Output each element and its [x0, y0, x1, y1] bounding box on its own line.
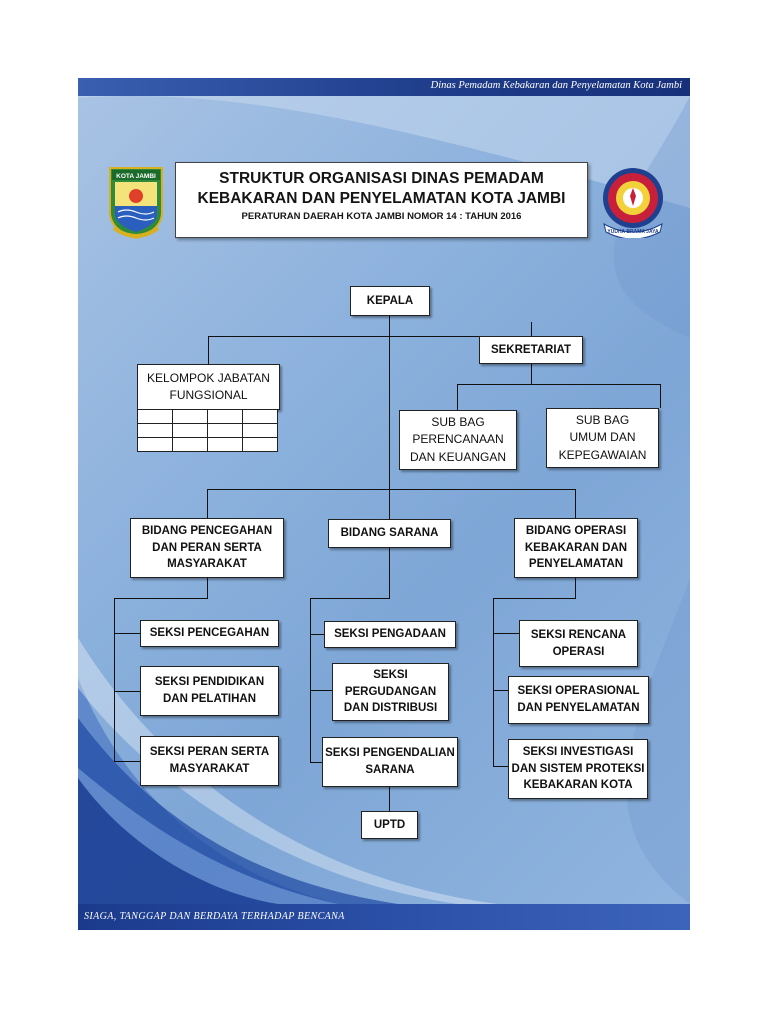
- title-line-1: STRUKTUR ORGANISASI DINAS PEMADAM: [219, 170, 544, 187]
- seksi-investigasi-box: SEKSI INVESTIGASI DAN SISTEM PROTEKSI KE…: [508, 739, 648, 799]
- subbag-perencanaan-box: SUB BAG PERENCANAAN DAN KEUANGAN: [399, 410, 517, 470]
- connector-left-horizontal: [114, 598, 208, 599]
- seksi-pengendalian-box: SEKSI PENGENDALIAN SARANA: [322, 737, 458, 787]
- connector-to-seksi-investigasi: [493, 766, 508, 767]
- seksi-pendidikan-box: SEKSI PENDIDIKAN DAN PELATIHAN: [140, 666, 279, 716]
- title-subtitle: PERATURAN DAERAH KOTA JAMBI NOMOR 14 : T…: [241, 211, 522, 222]
- connector-middle-horizontal: [310, 598, 390, 599]
- connector-right-vertical: [493, 598, 494, 767]
- connector-bidang-operasi-down: [575, 578, 576, 599]
- connector-to-seksi-pengendalian: [310, 762, 322, 763]
- connector-to-seksi-operasional: [493, 690, 508, 691]
- svg-text:KOTA JAMBI: KOTA JAMBI: [116, 173, 156, 180]
- title-box: STRUKTUR ORGANISASI DINAS PEMADAM KEBAKA…: [175, 162, 588, 238]
- bidang-operasi-box: BIDANG OPERASI KEBAKARAN DAN PENYELAMATA…: [514, 518, 638, 578]
- connector-to-uptd: [389, 787, 390, 811]
- connector-top-horizontal: [208, 336, 531, 337]
- damkar-emblem-icon: YUDHA BRAMA JAYA: [598, 166, 668, 238]
- connector-to-bidang-pencegahan: [207, 489, 208, 518]
- connector-to-bidang-sarana: [389, 489, 390, 519]
- seksi-pergudangan-box: SEKSI PERGUDANGAN DAN DISTRIBUSI: [332, 663, 449, 721]
- header-text: Dinas Pemadam Kebakaran dan Penyelamatan…: [430, 80, 682, 91]
- connector-to-subbag-umum: [660, 384, 661, 408]
- kepala-box: KEPALA: [350, 286, 430, 316]
- seksi-peran-serta-box: SEKSI PERAN SERTA MASYARAKAT: [140, 736, 279, 786]
- footer-band: SIAGA, TANGGAP DAN BERDAYA TERHADAP BENC…: [78, 904, 690, 930]
- connector-sekretariat-down: [531, 364, 532, 385]
- connector-to-bidang-operasi: [575, 489, 576, 518]
- bidang-sarana-box: BIDANG SARANA: [328, 519, 451, 548]
- connector-to-subbag-perencanaan: [457, 384, 458, 410]
- connector-to-seksi-pendidikan: [114, 691, 140, 692]
- sekretariat-box: SEKRETARIAT: [479, 336, 583, 364]
- connector-to-seksi-pergudangan: [310, 690, 332, 691]
- kota-jambi-emblem-icon: KOTA JAMBI: [106, 164, 166, 240]
- seksi-pencegahan-box: SEKSI PENCEGAHAN: [140, 620, 279, 647]
- connector-right-horizontal: [493, 598, 576, 599]
- bidang-pencegahan-box: BIDANG PENCEGAHAN DAN PERAN SERTA MASYAR…: [130, 518, 284, 578]
- footer-text: SIAGA, TANGGAP DAN BERDAYA TERHADAP BENC…: [84, 911, 345, 922]
- document-panel: Dinas Pemadam Kebakaran dan Penyelamatan…: [78, 78, 690, 930]
- kelompok-jabatan-fungsional-box: KELOMPOK JABATAN FUNGSIONAL: [137, 364, 280, 410]
- connector-to-seksi-pengadaan: [310, 634, 324, 635]
- connector-bidang-horizontal: [207, 489, 576, 490]
- connector-main-vertical: [389, 315, 390, 490]
- title-line-2: KEBAKARAN DAN PENYELAMATAN KOTA JAMBI: [197, 190, 566, 207]
- svg-text:YUDHA BRAMA JAYA: YUDHA BRAMA JAYA: [607, 229, 659, 235]
- kelompok-fungsional-grid: [137, 409, 278, 452]
- seksi-rencana-box: SEKSI RENCANA OPERASI: [519, 620, 638, 667]
- connector-to-seksi-peran-serta: [114, 761, 140, 762]
- header-band: Dinas Pemadam Kebakaran dan Penyelamatan…: [78, 78, 690, 96]
- seksi-operasional-box: SEKSI OPERASIONAL DAN PENYELAMATAN: [508, 676, 649, 724]
- connector-to-kelompok: [208, 336, 209, 364]
- uptd-box: UPTD: [361, 811, 418, 839]
- connector-middle-vertical: [310, 598, 311, 763]
- connector-bidang-pencegahan-down: [207, 578, 208, 599]
- connector-left-vertical: [114, 598, 115, 762]
- connector-to-seksi-rencana: [493, 633, 519, 634]
- subbag-umum-box: SUB BAG UMUM DAN KEPEGAWAIAN: [546, 408, 659, 468]
- connector-subbag-horizontal: [457, 384, 661, 385]
- connector-bidang-sarana-down: [389, 548, 390, 598]
- seksi-pengadaan-box: SEKSI PENGADAAN: [324, 621, 456, 648]
- connector-to-seksi-pencegahan: [114, 633, 140, 634]
- connector-to-sekretariat: [531, 322, 532, 338]
